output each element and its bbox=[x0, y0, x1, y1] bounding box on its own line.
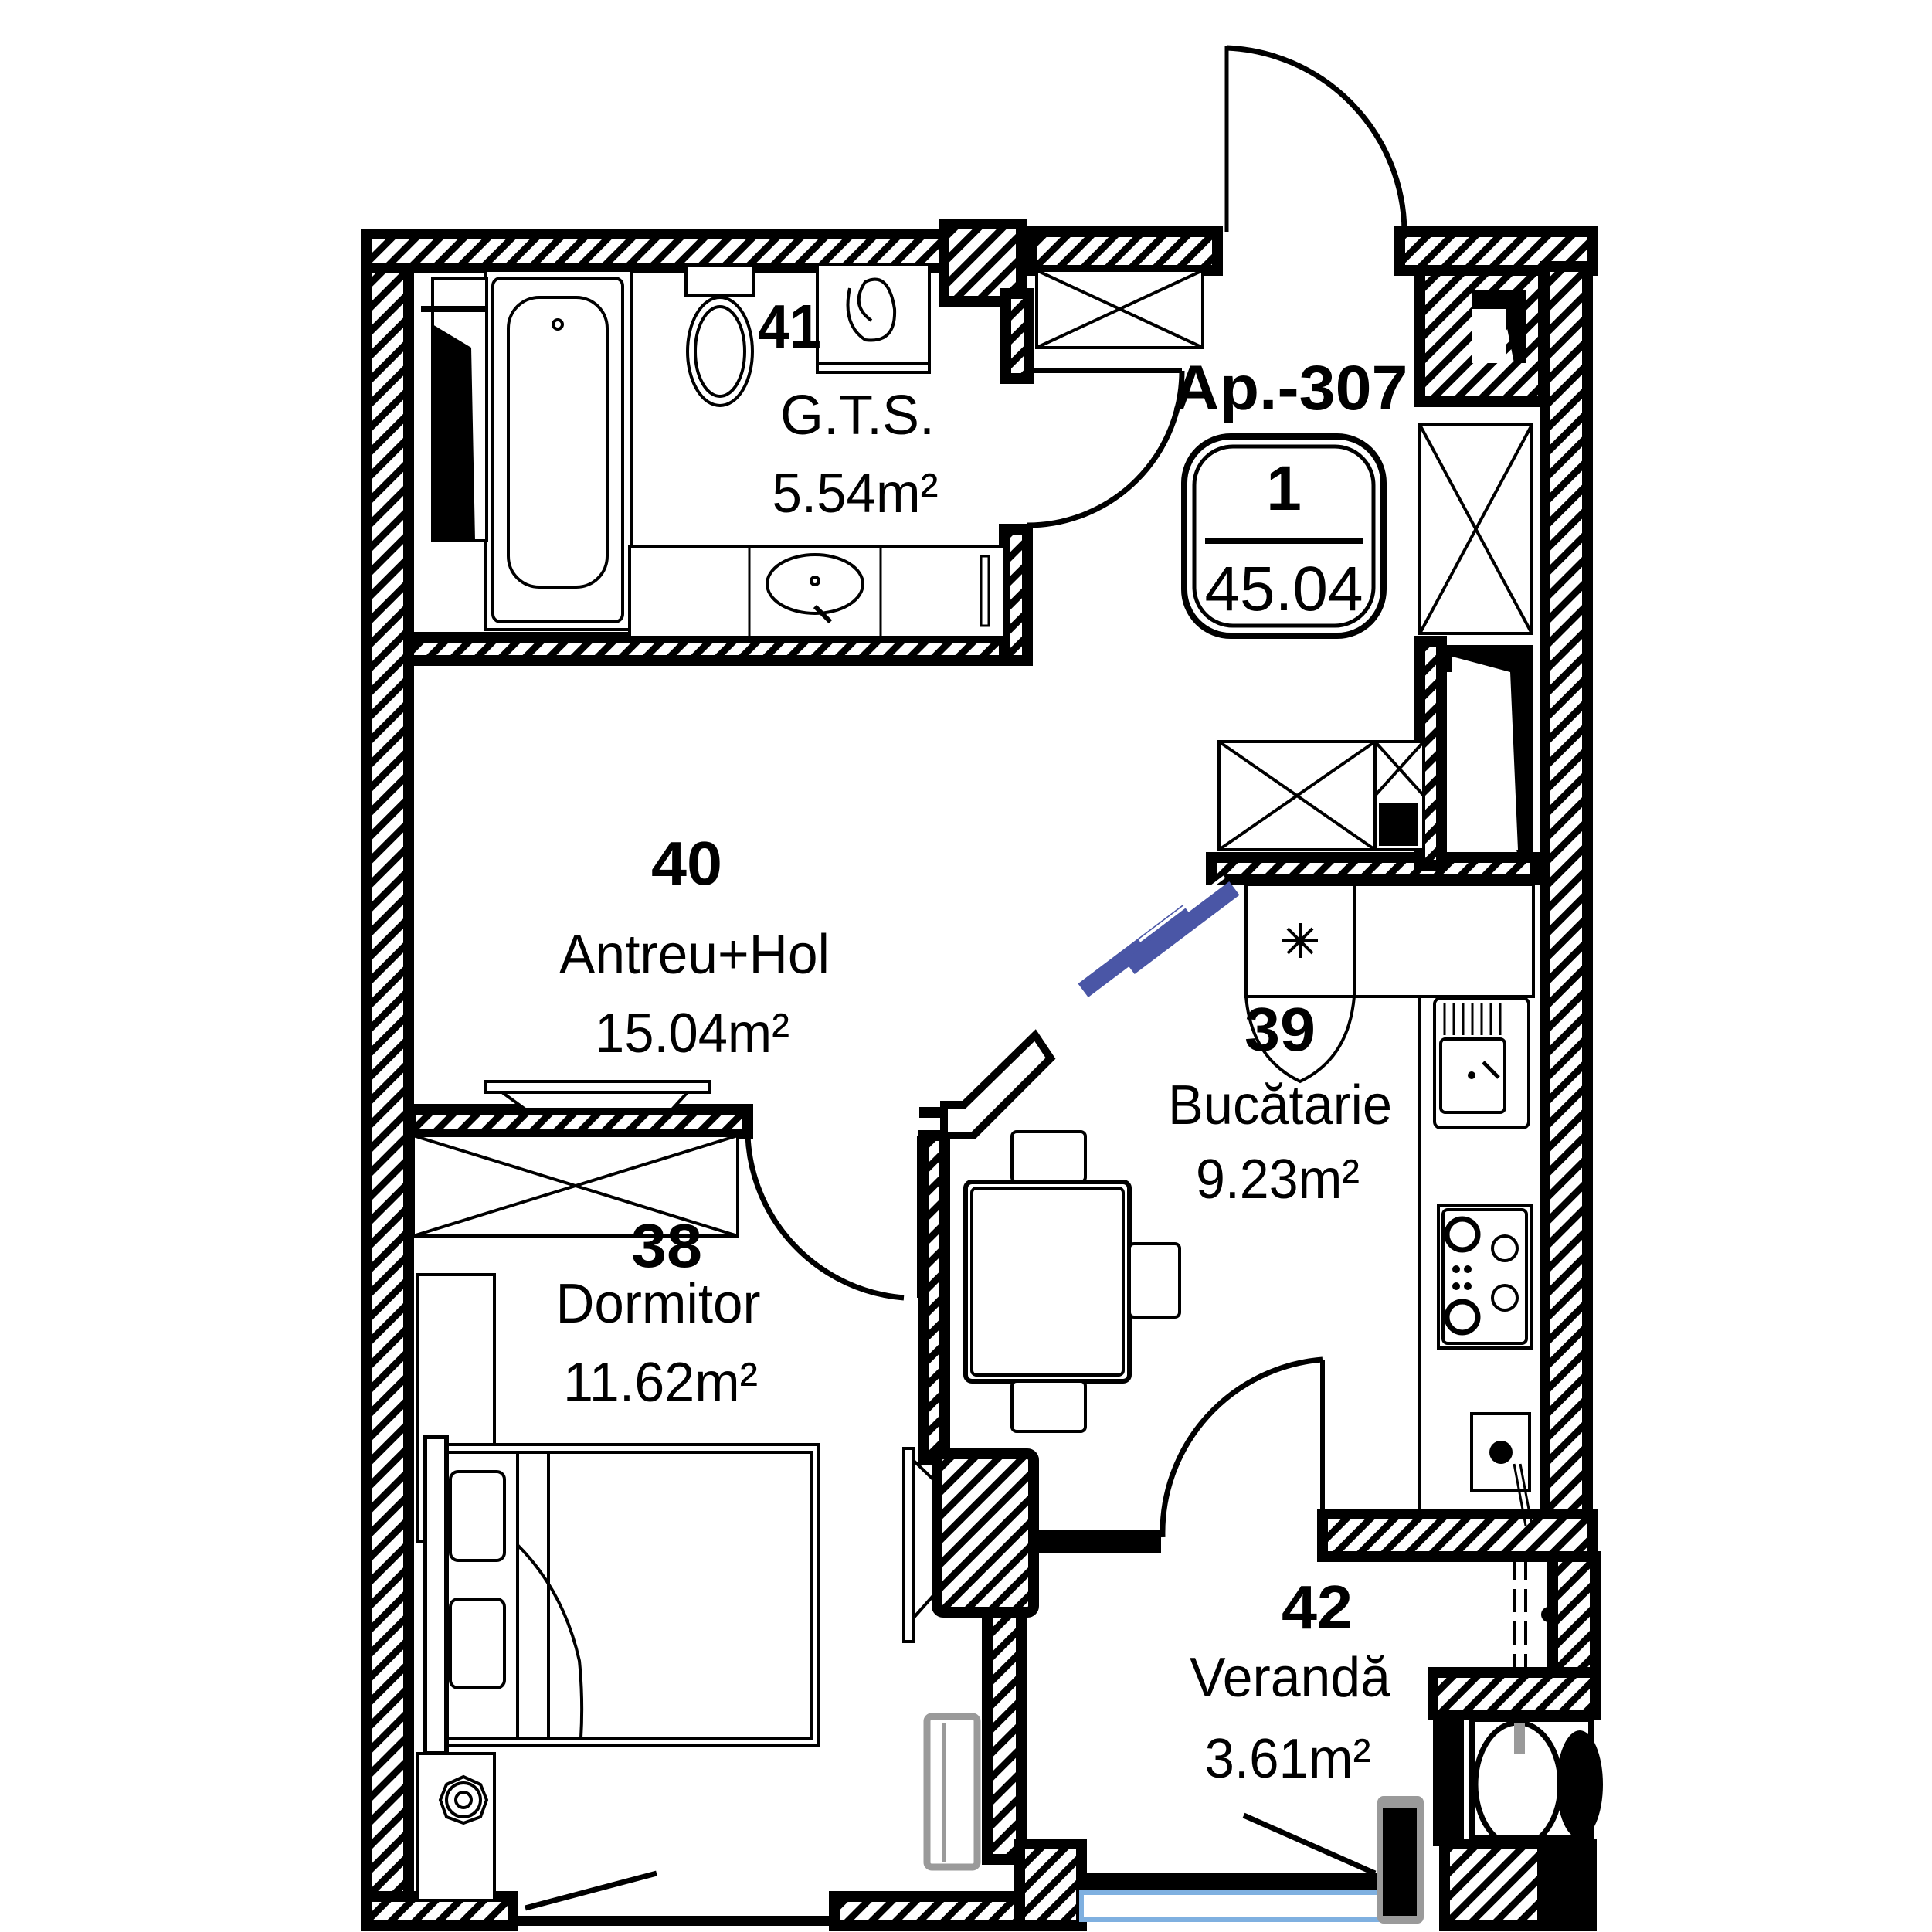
washbasin-counter bbox=[628, 545, 1006, 639]
apartment-total-area: 45.04 bbox=[1205, 554, 1363, 624]
room-label-dormitor: 38 Dormitor 11.62m² bbox=[556, 1211, 761, 1414]
room-area: 15.04m² bbox=[595, 1003, 789, 1064]
room-number: 39 bbox=[1244, 995, 1316, 1064]
room-label-veranda: 42 Verandă 3.61m² bbox=[1190, 1573, 1391, 1790]
wall-kitchen-bottom bbox=[1317, 1509, 1598, 1562]
kitchen-sink-icon bbox=[1433, 997, 1530, 1129]
radiator-icon bbox=[923, 1713, 981, 1871]
apartment-number: Ap.-307 bbox=[1173, 353, 1408, 423]
room-name: Bucătarie bbox=[1168, 1075, 1392, 1136]
apartment-label: Ap.-307 1 45.04 bbox=[1173, 353, 1408, 639]
veranda-window-sash bbox=[1242, 1812, 1377, 1876]
dining-table-icon bbox=[963, 1130, 1181, 1433]
room-name: G.T.S. bbox=[780, 385, 935, 446]
room-number: 40 bbox=[651, 829, 722, 898]
toilet-icon bbox=[684, 263, 755, 407]
bed-icon bbox=[423, 1435, 820, 1756]
pillow-1 bbox=[449, 1470, 506, 1562]
room-label-bucatarie: 39 Bucătarie 9.23m² bbox=[1168, 995, 1392, 1210]
doors bbox=[745, 45, 1407, 1538]
room-name: Antreu+Hol bbox=[559, 924, 830, 986]
wall-veranda-right bbox=[1547, 1551, 1601, 1678]
shaft-box-kitchen bbox=[1217, 740, 1425, 851]
room-name: Verandă bbox=[1190, 1647, 1391, 1709]
duct-icon bbox=[1445, 290, 1533, 857]
room-area: 9.23m² bbox=[1196, 1149, 1360, 1210]
shaft-box-top bbox=[1035, 269, 1204, 349]
shower-column-icon bbox=[421, 277, 488, 542]
column bbox=[932, 1448, 1039, 1618]
tv-icon bbox=[902, 1447, 915, 1643]
veranda-fixtures bbox=[1079, 1557, 1603, 1924]
bathroom-door[interactable] bbox=[1027, 368, 1185, 528]
bathtub-icon bbox=[484, 269, 633, 631]
bedroom-door[interactable] bbox=[745, 1135, 922, 1301]
veranda-door[interactable] bbox=[1160, 1356, 1325, 1538]
wall-veranda-right-block bbox=[1433, 1715, 1464, 1846]
room-name: Dormitor bbox=[556, 1273, 761, 1335]
shoe-rack-icon bbox=[484, 1080, 711, 1111]
wardrobe-icon bbox=[412, 1134, 739, 1238]
boiler-icon bbox=[1470, 1412, 1533, 1526]
entrance-door[interactable] bbox=[1224, 45, 1407, 233]
apartment-badge-outer bbox=[1181, 433, 1387, 639]
room-area: 3.61m² bbox=[1205, 1728, 1371, 1790]
shaft-box-right bbox=[1418, 423, 1533, 635]
apartment-rooms-count: 1 bbox=[1266, 453, 1302, 524]
wall-bathroom-right-upper bbox=[1000, 288, 1034, 384]
room-number: 41 bbox=[758, 292, 821, 361]
chair-top bbox=[1010, 1130, 1087, 1183]
bathroom-fixtures bbox=[421, 263, 1006, 639]
glazing bbox=[1079, 1890, 1389, 1922]
shaft-boxes bbox=[412, 269, 1533, 1238]
nightstand-bottom bbox=[416, 1752, 496, 1902]
wall-bottom-mid bbox=[829, 1891, 1025, 1931]
plant-icon bbox=[438, 1774, 489, 1825]
veranda-drain-pipes bbox=[1513, 1557, 1557, 1672]
stove-icon bbox=[1437, 1204, 1533, 1350]
sliding-door-highlighted[interactable] bbox=[1078, 875, 1240, 997]
window-bedroom-frame bbox=[513, 1916, 834, 1926]
room-area: 5.54m² bbox=[772, 463, 939, 525]
wall-left-outer bbox=[361, 229, 414, 1931]
window-bedroom-sash bbox=[525, 1870, 657, 1911]
kitchen-partition-jamb bbox=[919, 1029, 1056, 1139]
wall-bathroom-right-lower bbox=[999, 524, 1033, 666]
fridge-star bbox=[1282, 923, 1318, 958]
kitchen-counter-top bbox=[1353, 883, 1535, 998]
apartment-badge-inner bbox=[1192, 444, 1376, 628]
walls bbox=[361, 219, 1601, 1931]
pillow-2 bbox=[449, 1598, 506, 1689]
chair-bottom bbox=[1010, 1380, 1087, 1433]
wall-bedroom-top bbox=[406, 1104, 753, 1139]
wall-top-entrance-left bbox=[1027, 226, 1223, 276]
washing-machine-icon bbox=[816, 263, 931, 374]
room-area: 11.62m² bbox=[563, 1352, 758, 1414]
room-number: 42 bbox=[1282, 1573, 1353, 1642]
wall-bathroom-bottom bbox=[403, 632, 1032, 666]
wall-kitchen-top bbox=[1206, 852, 1541, 885]
wall-bedroom-right bbox=[918, 1130, 950, 1465]
wall-bottom-veranda-left bbox=[1014, 1839, 1087, 1931]
wall-veranda-left bbox=[982, 1607, 1027, 1865]
chair-right bbox=[1128, 1242, 1181, 1319]
wall-veranda-top-stub bbox=[1034, 1530, 1161, 1553]
wall-veranda-right-lower bbox=[1428, 1667, 1601, 1720]
room-number: 38 bbox=[631, 1211, 702, 1280]
veranda-ac-unit bbox=[1469, 1716, 1603, 1849]
room-label-gts: 41 G.T.S. 5.54m² bbox=[758, 292, 939, 525]
wall-bottom-right-block bbox=[1537, 1839, 1593, 1926]
kitchen-fixtures bbox=[963, 883, 1535, 1526]
room-label-antreu-hol: 40 Antreu+Hol 15.04m² bbox=[559, 829, 830, 1064]
bedroom-furniture bbox=[416, 1273, 981, 1911]
wall-right-outer bbox=[1540, 261, 1593, 1531]
